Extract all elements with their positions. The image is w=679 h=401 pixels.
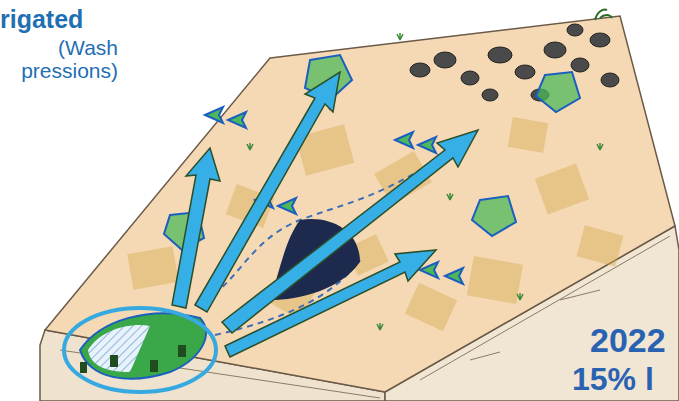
hatched-area: [88, 325, 150, 372]
shrub: [595, 9, 612, 20]
posts: [80, 345, 186, 373]
highlight-ellipse: [64, 308, 216, 392]
grass-tufts: [247, 33, 603, 330]
year-label: 2022: [590, 322, 679, 359]
flow-arrows: [172, 72, 478, 357]
rocks: [410, 24, 619, 101]
ground-surface: [45, 16, 675, 392]
percent-label: 15% l: [572, 362, 679, 397]
subheading-text: (Wash pressions): [0, 36, 118, 82]
wet-depression: [80, 313, 206, 378]
heading-text: rigated: [0, 6, 170, 34]
